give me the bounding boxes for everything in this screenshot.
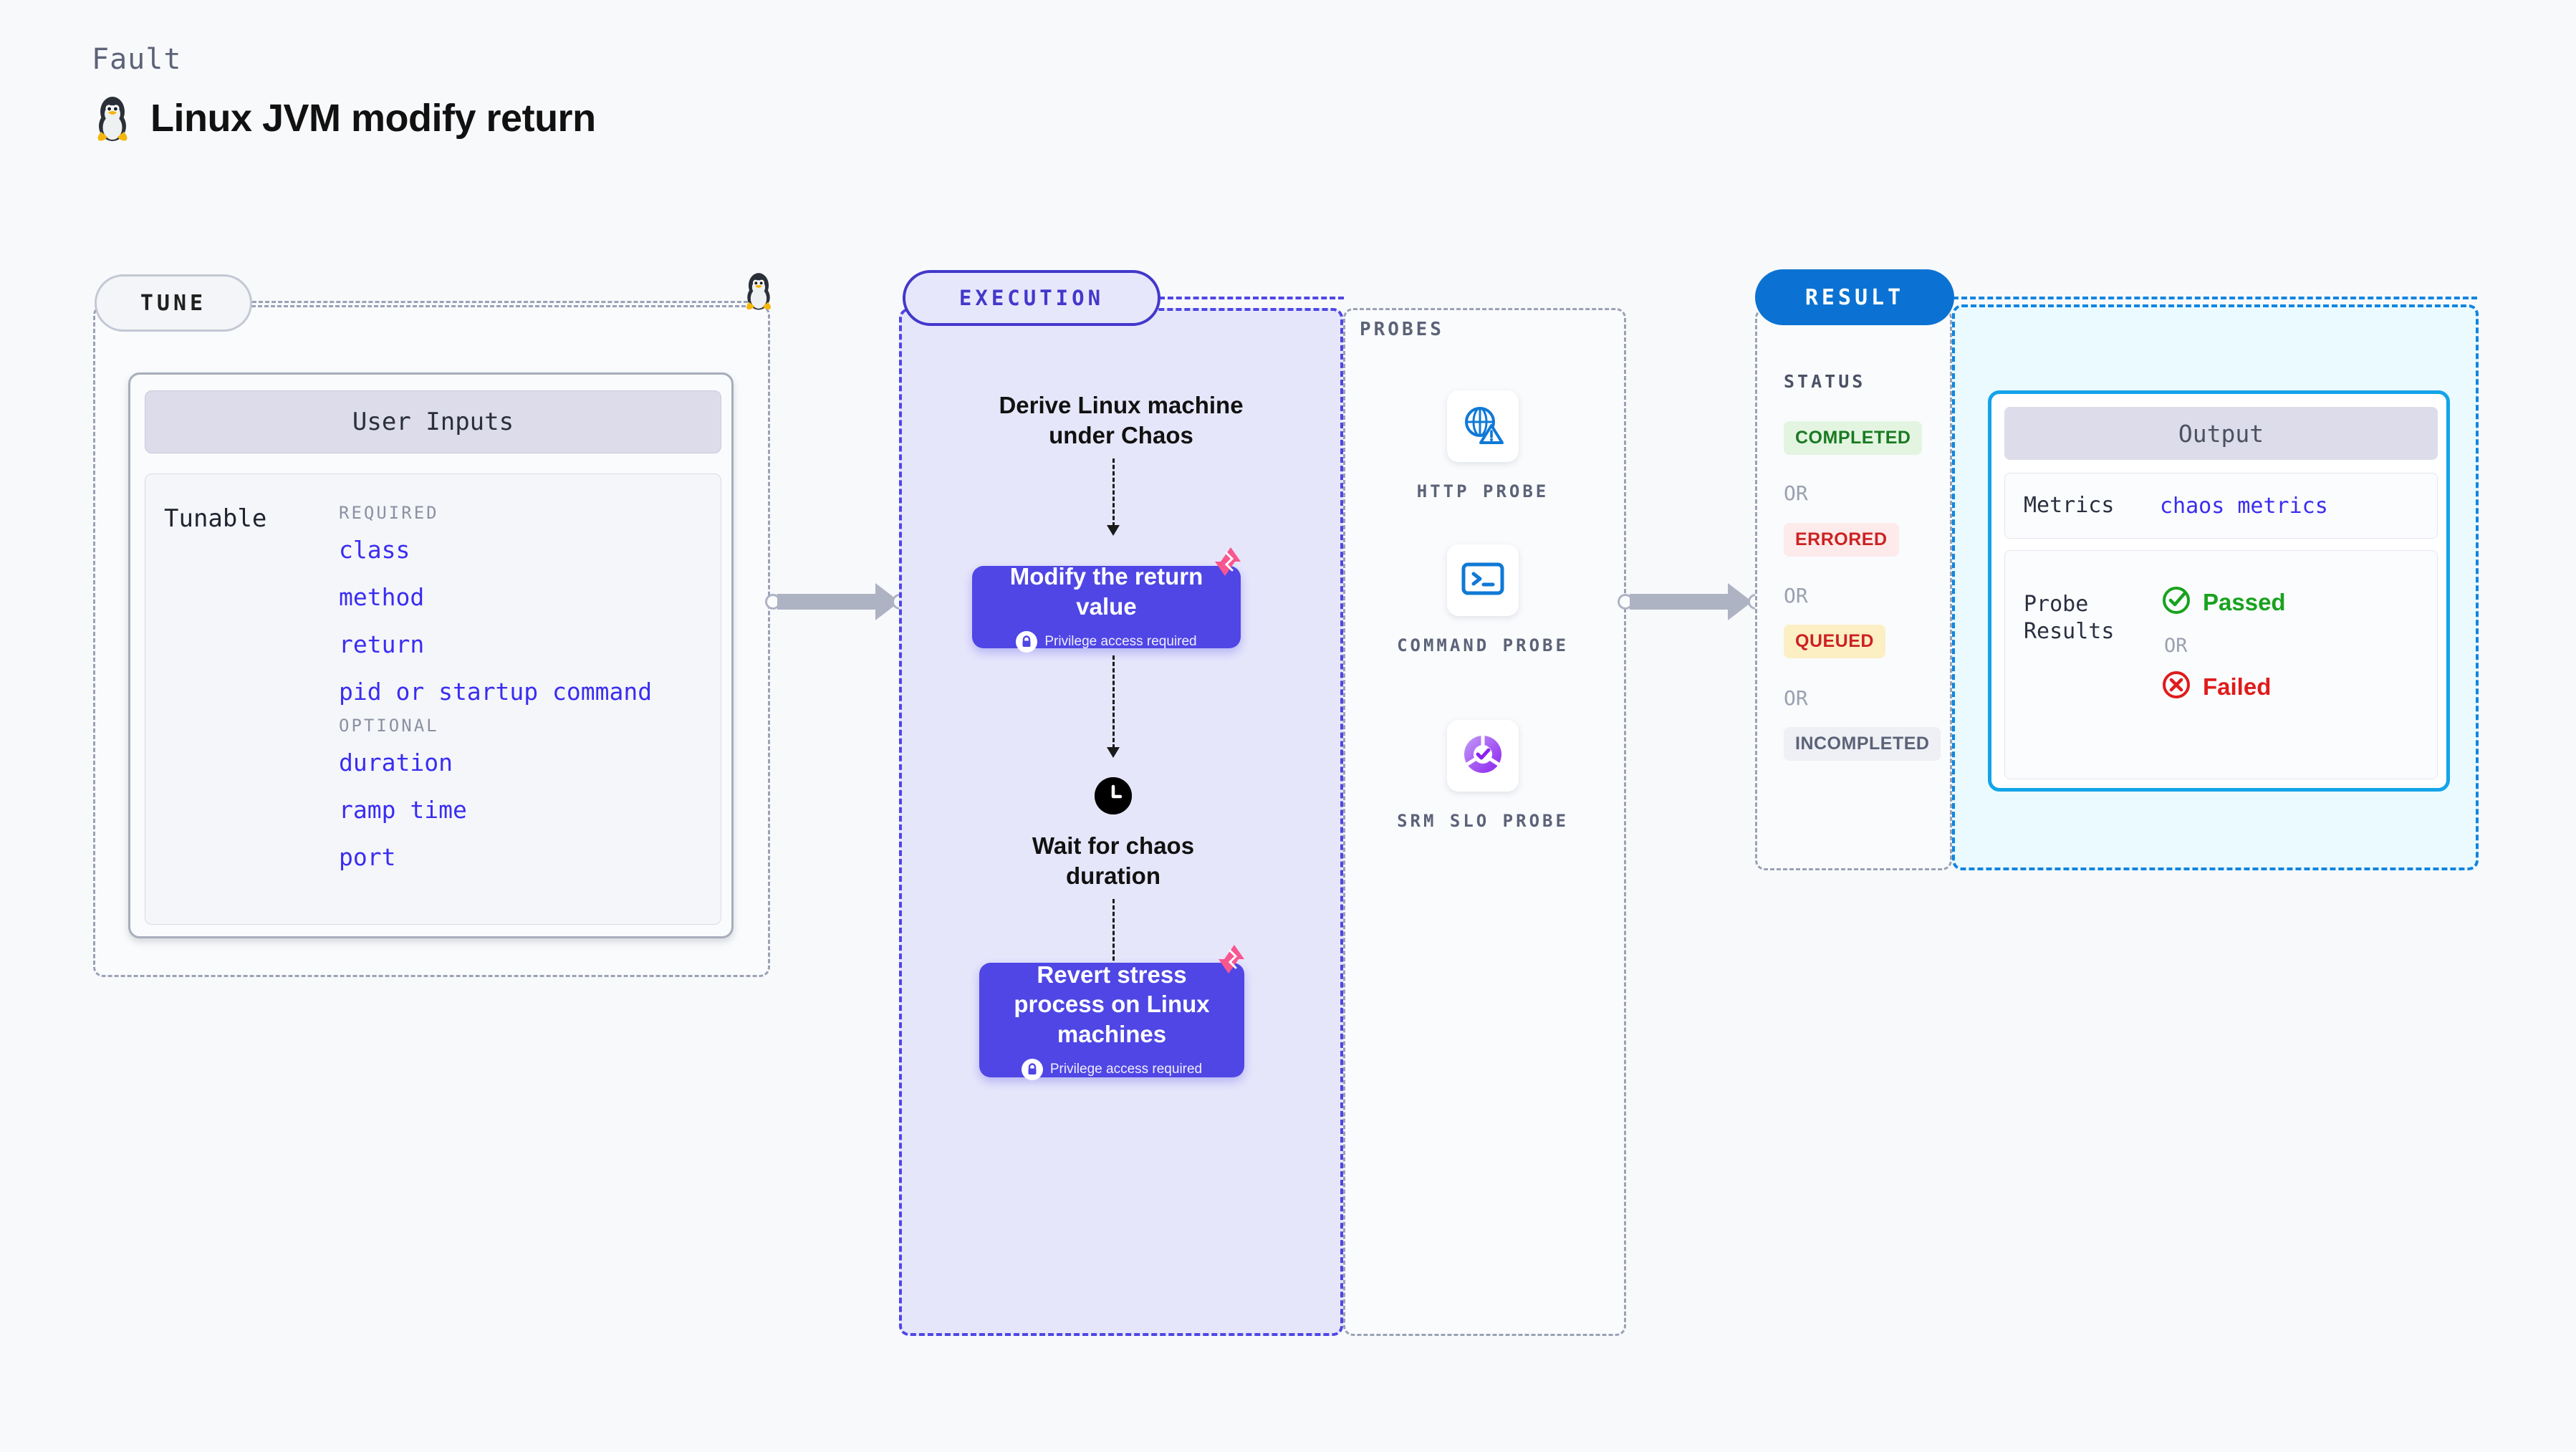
probe-results-key: Probe Results xyxy=(2024,592,2115,644)
chaos-logo-icon-2 xyxy=(1214,942,1249,977)
flow-arrow-2 xyxy=(1107,747,1120,758)
step-derive-linux-machine: Derive Linux machine under Chaos xyxy=(999,392,1244,449)
execution-box-revert-stress[interactable]: Revert stress process on Linux machines … xyxy=(979,961,1244,1080)
execution-pill-label: EXECUTION xyxy=(903,270,1160,326)
title-row: Linux JVM modify return xyxy=(92,95,596,142)
execution-box-modify-return[interactable]: Modify the return value Privilege access… xyxy=(972,563,1241,653)
lock-icon xyxy=(1021,1058,1043,1080)
page-header: Fault Linux JVM modify return xyxy=(92,43,596,142)
check-circle-icon xyxy=(2161,585,2191,619)
tunable-duration[interactable]: duration xyxy=(339,749,453,777)
group-heading-optional: OPTIONAL xyxy=(339,716,439,736)
tune-pill-label: TUNE xyxy=(95,274,252,332)
flow-line-2 xyxy=(1112,655,1115,749)
tunable-port[interactable]: port xyxy=(339,843,396,871)
step-wait-for-chaos-duration: Wait for chaos duration xyxy=(1032,832,1195,890)
probe-result-passed: Passed xyxy=(2161,585,2286,619)
probe-results-row: Probe Results Passed OR xyxy=(2004,550,2438,779)
or-label-3: OR xyxy=(1784,686,1808,710)
page-title: Linux JVM modify return xyxy=(150,97,596,140)
status-badge-queued: QUEUED xyxy=(1784,625,1885,658)
probe-tile-command[interactable] xyxy=(1447,544,1519,616)
terminal-icon xyxy=(1461,560,1505,601)
probe-caption-srm-slo: SRM SLO PROBE xyxy=(1397,811,1569,831)
tunable-list: REQUIRED class method return pid or star… xyxy=(339,496,652,890)
metrics-value[interactable]: chaos metrics xyxy=(2160,493,2328,519)
probe-tile-srm-slo[interactable] xyxy=(1447,720,1519,792)
status-badge-completed: COMPLETED xyxy=(1784,421,1923,455)
or-label-1: OR xyxy=(1784,481,1808,505)
tunable-method[interactable]: method xyxy=(339,583,425,611)
execution-panel xyxy=(899,308,1343,1336)
passed-label: Passed xyxy=(2203,588,2286,615)
output-top-dashline xyxy=(1953,297,2477,299)
metrics-key: Metrics xyxy=(2024,493,2115,519)
probe-or-label: OR xyxy=(2164,635,2188,657)
chaos-logo-icon-1 xyxy=(1211,544,1245,580)
tunable-label: Tunable xyxy=(164,504,267,533)
output-card: Output Metrics chaos metrics Probe Resul… xyxy=(1988,390,2450,792)
privilege-text-1: Privilege access required xyxy=(1044,633,1197,649)
group-heading-required: REQUIRED xyxy=(339,503,439,523)
metrics-row: Metrics chaos metrics xyxy=(2004,473,2438,539)
tunable-class[interactable]: class xyxy=(339,536,410,564)
tunable-pid-or-startup-command[interactable]: pid or startup command xyxy=(339,678,653,706)
output-title: Output xyxy=(2004,407,2438,460)
probes-section-label: PROBES xyxy=(1360,319,1444,340)
flow-arrow-1 xyxy=(1107,525,1120,536)
execution-box-modify-title: Modify the return value xyxy=(1009,563,1203,620)
linux-penguin-icon xyxy=(92,95,133,142)
status-badge-incompleted: INCOMPLETED xyxy=(1784,727,1941,761)
connector-tune-execution xyxy=(777,594,878,610)
user-inputs-title: User Inputs xyxy=(145,390,721,453)
status-label: STATUS xyxy=(1784,371,1866,392)
probe-caption-command: COMMAND PROBE xyxy=(1397,635,1569,655)
probe-caption-http: HTTP PROBE xyxy=(1416,481,1549,501)
slo-donut-check-icon xyxy=(1460,731,1506,781)
clock-icon xyxy=(1095,777,1132,814)
tunable-return[interactable]: return xyxy=(339,630,425,658)
execution-top-dashline xyxy=(1159,297,1344,299)
status-badge-errored: ERRORED xyxy=(1784,523,1899,557)
privilege-badge-2: Privilege access required xyxy=(1021,1058,1203,1080)
privilege-badge-1: Privilege access required xyxy=(1016,630,1197,653)
result-pill-label: RESULT xyxy=(1755,269,1954,325)
tunable-ramp-time[interactable]: ramp time xyxy=(339,796,467,824)
globe-warning-icon xyxy=(1461,403,1504,450)
or-label-2: OR xyxy=(1784,584,1808,607)
privilege-text-2: Privilege access required xyxy=(1049,1061,1203,1077)
probe-result-failed: Failed xyxy=(2161,670,2286,703)
probes-panel xyxy=(1343,308,1626,1336)
user-inputs-card: User Inputs Tunable REQUIRED class metho… xyxy=(128,372,734,938)
lock-icon xyxy=(1016,630,1038,653)
probe-tile-http[interactable] xyxy=(1447,390,1519,462)
connector-execution-result xyxy=(1630,594,1730,610)
tune-top-dashline xyxy=(252,301,761,303)
x-circle-icon xyxy=(2161,670,2191,703)
execution-box-revert-title: Revert stress process on Linux machines xyxy=(1014,961,1210,1047)
linux-penguin-badge-icon xyxy=(741,271,776,314)
flow-line-1 xyxy=(1112,458,1115,527)
result-panel xyxy=(1755,308,1952,870)
tunable-box: Tunable REQUIRED class method return pid… xyxy=(145,473,721,925)
fault-kicker: Fault xyxy=(92,43,182,76)
flow-line-3 xyxy=(1112,899,1115,967)
failed-label: Failed xyxy=(2203,673,2272,700)
